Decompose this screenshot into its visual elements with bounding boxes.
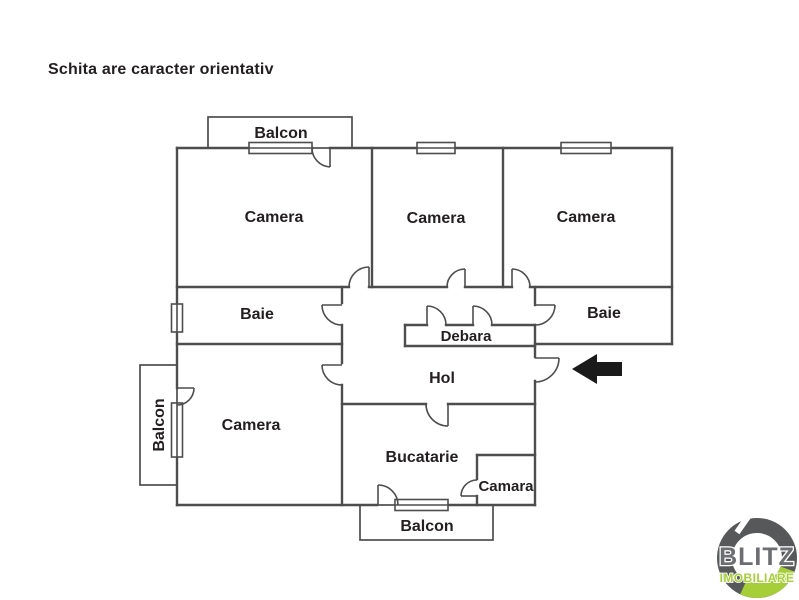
window-camera-top-left [248, 141, 313, 155]
label-baie-left: Baie [240, 306, 274, 323]
label-camera-top-right: Camera [557, 209, 616, 226]
door-camera-top-right [511, 268, 531, 288]
label-camera-bottom: Camera [222, 417, 281, 434]
doors [176, 147, 560, 506]
window-camera-bottom [170, 402, 184, 458]
door-camera-top-left [348, 266, 370, 288]
door-balcony-bottom [377, 484, 399, 506]
door-camera-bottom [321, 364, 343, 386]
door-balcony-top [311, 147, 331, 168]
window-camera-top-right [560, 141, 612, 155]
window-bucatarie [394, 498, 449, 512]
label-balcon-left: Balcon [151, 398, 168, 451]
label-baie-right: Baie [587, 305, 621, 322]
window-baie-left [170, 303, 184, 333]
blitz-logo: BLITZ IMOBILIARE [717, 508, 797, 598]
label-camera-top-left: Camera [245, 209, 304, 226]
label-debara: Debara [441, 328, 493, 345]
door-bucatarie [425, 403, 449, 427]
door-balcony-left [176, 387, 195, 406]
window-camera-top-middle [416, 141, 456, 155]
door-entrance [534, 357, 560, 383]
door-camera-top-middle [446, 268, 466, 288]
logo-tagline-text: IMOBILIARE [720, 571, 795, 585]
label-balcon-bottom: Balcon [400, 518, 453, 535]
logo-ring-green-segment [740, 566, 795, 598]
label-bucatarie: Bucatarie [386, 449, 459, 466]
label-camera-top-middle: Camera [407, 210, 466, 227]
door-debara-right [472, 305, 493, 326]
logo-brand-text: BLITZ [719, 543, 795, 571]
windows [170, 141, 612, 512]
logo-slash [734, 508, 755, 535]
label-balcon-top: Balcon [254, 125, 307, 142]
door-baie-right [534, 304, 556, 326]
door-camara [460, 479, 478, 497]
room-labels: Camera Camera Camera Baie Baie Debara Ho… [151, 125, 621, 535]
door-baie-left [321, 304, 343, 326]
label-hol: Hol [429, 370, 455, 387]
label-camara: Camara [478, 478, 534, 495]
disclaimer-title: Schita are caracter orientativ [48, 61, 274, 78]
entrance-arrow-icon [572, 354, 622, 384]
door-debara-left [426, 305, 447, 326]
